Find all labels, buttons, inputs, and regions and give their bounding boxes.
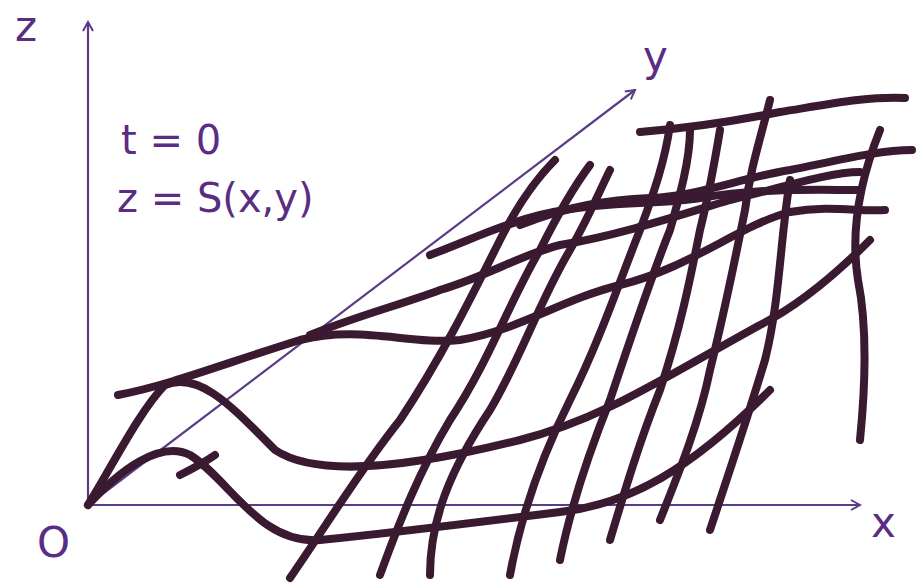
origin-label: O (34, 520, 73, 566)
mesh-line (380, 165, 590, 575)
mesh-line (180, 455, 215, 475)
axis-label: z (12, 4, 40, 50)
surface-mesh (88, 98, 912, 541)
axis-label: x (868, 500, 899, 546)
x-axis (88, 504, 860, 506)
mesh-line (510, 125, 670, 575)
mesh-line (710, 180, 790, 530)
axis-label: y (640, 34, 671, 80)
surface-mesh (180, 100, 880, 578)
note-text: t = 0 (118, 118, 224, 162)
mesh-line (855, 130, 880, 440)
mesh-line (660, 100, 770, 520)
equation-text: z = S(x,y) (114, 176, 317, 220)
z-axis (87, 22, 89, 505)
mesh-line (610, 130, 720, 540)
